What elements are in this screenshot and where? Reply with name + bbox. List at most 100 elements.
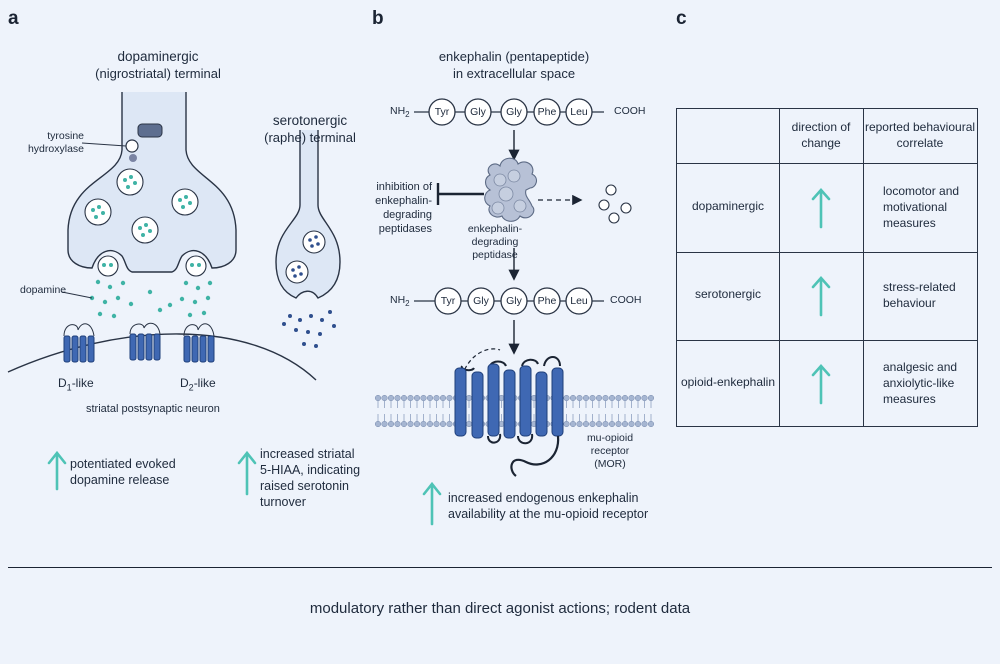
up-arrow-icon	[811, 276, 831, 317]
d1-receptor-icon-2	[129, 322, 161, 361]
residue-gly2-top: Gly	[506, 106, 522, 118]
lipid-head	[446, 420, 453, 428]
effect-dopamine-line-1: potentiated evoked	[70, 457, 176, 471]
panel-label-c: c	[676, 8, 687, 29]
lipid-head	[621, 394, 629, 402]
lipid-head	[602, 420, 609, 428]
residue-gly-top: Gly	[470, 106, 486, 118]
peptidase-line-3: peptidase	[472, 249, 518, 261]
correlate-line: analgesic and	[883, 360, 958, 374]
header-direction-line-2: change	[801, 136, 841, 150]
lipid-head	[407, 420, 414, 428]
table-row-system: dopaminergic	[691, 199, 765, 213]
correlate-line: stress-related	[883, 280, 956, 294]
effect-dopamine: potentiated evoked dopamine release	[70, 456, 176, 488]
enkephalin-subtitle: in extracellular space	[452, 66, 576, 81]
residue-leu-bottom: Leu	[570, 295, 588, 307]
lipid-head	[387, 394, 395, 402]
effect-serotonin: increased striatal 5-HIAA, indicating ra…	[260, 446, 360, 510]
peptide-chain-bottom	[414, 287, 604, 315]
lipid-head	[420, 394, 427, 402]
dopamine-label: dopamine	[20, 284, 67, 296]
table-divider	[677, 163, 977, 164]
lipid-head	[615, 394, 622, 402]
correlate-line: anxiolytic-like	[883, 376, 955, 390]
lipid-head	[446, 394, 453, 402]
residue-phe-bottom: Phe	[537, 295, 557, 307]
lipid-head	[400, 420, 408, 428]
residue-gly2-bottom: Gly	[506, 295, 522, 307]
panel-label-b: b	[372, 8, 384, 29]
lipid-head	[595, 394, 603, 402]
inhibition-symbol-icon	[436, 183, 484, 205]
panel-label-a: a	[8, 8, 19, 29]
effect-enkephalin-line-2: availability at the mu-opioid receptor	[448, 507, 649, 521]
up-arrow-icon	[811, 364, 831, 405]
tyrosine-hydroxylase-icon	[81, 123, 163, 162]
lipid-head	[426, 420, 434, 428]
lipid-head	[647, 394, 655, 402]
enkephalin-title: enkephalin (pentapeptide)	[438, 49, 590, 64]
caption-divider	[8, 567, 992, 568]
lipid-head	[634, 394, 642, 402]
lipid-head	[381, 394, 388, 402]
table-divider	[863, 109, 864, 426]
header-correlate: reported behavioural correlate	[863, 119, 977, 151]
lipid-head	[498, 420, 505, 428]
inhibition-line-2: enkephalin-	[375, 195, 432, 207]
table-row-correlate: locomotor and motivational measures	[883, 183, 977, 231]
peptidase-line-1: enkephalin-	[467, 223, 523, 235]
peptide-fragments-icon	[598, 184, 632, 224]
lipid-head	[400, 394, 408, 402]
lipid-head	[381, 420, 388, 428]
tyrosine-hydroxylase-label-1: tyrosine	[47, 130, 84, 142]
lipid-head	[582, 394, 590, 402]
c-terminus-bottom: COOH	[610, 294, 642, 306]
mu-opioid-receptor-icon	[454, 348, 564, 477]
effect-serotonin-line-3: raised serotonin	[260, 479, 349, 493]
lipid-head	[420, 420, 427, 428]
lipid-head	[602, 394, 609, 402]
serotonin-molecules	[282, 235, 336, 348]
residue-gly-bottom: Gly	[473, 295, 489, 307]
serotonin-vesicles	[285, 230, 326, 284]
up-arrow-icon	[811, 188, 831, 229]
lipid-head	[569, 394, 577, 402]
tyrosine-hydroxylase-label-2: hydroxylase	[27, 143, 84, 155]
c-terminus-top: COOH	[614, 105, 646, 117]
correlate-line: measures	[883, 216, 936, 230]
lipid-head	[576, 394, 583, 402]
lipid-head	[433, 420, 440, 428]
lipid-head	[615, 420, 622, 428]
correlate-line: locomotor and	[883, 184, 960, 198]
lipid-head	[498, 394, 505, 402]
lipid-head	[563, 394, 570, 402]
figure-caption: modulatory rather than direct agonist ac…	[309, 600, 691, 617]
lipid-head	[413, 420, 421, 428]
lipid-head	[582, 420, 590, 428]
serotonergic-title: serotonergic	[272, 113, 348, 128]
mor-line-2: receptor	[590, 445, 630, 457]
lipid-head	[439, 420, 447, 428]
n-terminus-bottom: NH2	[390, 294, 410, 309]
lipid-head	[426, 394, 434, 402]
lipid-head	[394, 420, 401, 428]
lipid-head	[374, 420, 382, 428]
peptide-chain-top	[414, 98, 604, 126]
lipid-head	[647, 420, 655, 428]
table-divider	[677, 252, 977, 253]
lipid-head	[563, 420, 570, 428]
table-row-correlate: analgesic and anxiolytic-like measures	[883, 359, 977, 407]
serotonergic-terminal	[275, 130, 341, 299]
effect-enkephalin: increased endogenous enkephalin availabi…	[448, 490, 648, 522]
lipid-head	[374, 394, 382, 402]
lipid-head	[608, 420, 616, 428]
inhibition-line-4: peptidases	[378, 223, 432, 235]
inhibition-label: inhibition of enkephalin- degrading pept…	[340, 180, 432, 236]
lipid-head	[439, 394, 447, 402]
effect-serotonin-line-4: turnover	[260, 495, 306, 509]
summary-table: direction of change reported behavioural…	[676, 108, 978, 427]
table-row-system: opioid-enkephalin	[680, 375, 776, 389]
residue-tyr-bottom: Tyr	[440, 295, 456, 307]
